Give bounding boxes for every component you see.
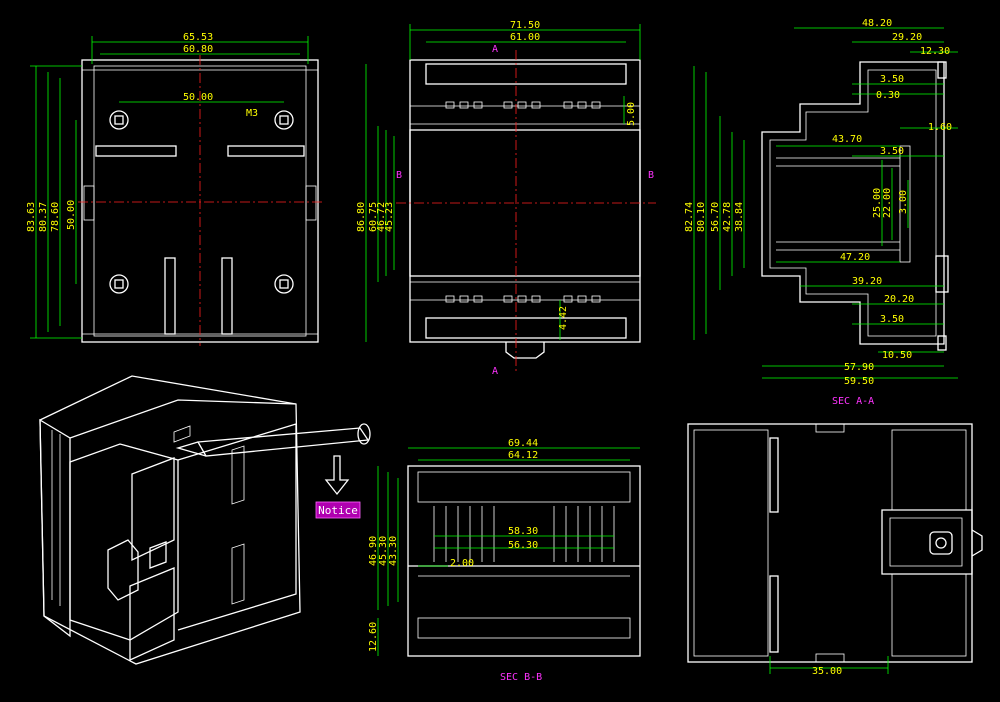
top-dim-v-2: 46.72 bbox=[376, 202, 387, 232]
bottom-dim: 35.00 bbox=[812, 666, 842, 677]
secb-dim-v-1: 45.30 bbox=[378, 536, 389, 566]
side-dim-v-2: 56.70 bbox=[710, 202, 721, 232]
side-dim-v-5: 25.00 bbox=[872, 188, 883, 218]
side-dim-h-8: 47.20 bbox=[840, 252, 870, 263]
top-dim-bottom: 4.42 bbox=[558, 306, 569, 330]
front-dim-h-0: 65.53 bbox=[183, 32, 213, 43]
side-dim-h-13: 57.90 bbox=[844, 362, 874, 373]
top-dim-small-right: 5.00 bbox=[626, 102, 637, 126]
side-dim-h-12: 10.50 bbox=[882, 350, 912, 361]
side-dim-h-4: 0.30 bbox=[876, 90, 900, 101]
side-dim-v-0: 82.74 bbox=[684, 202, 695, 232]
side-dim-v-4: 38.84 bbox=[734, 202, 745, 232]
front-view: 65.53 60.80 50.00 M3 83.63 80.37 78.60 5… bbox=[26, 32, 322, 346]
top-cut-b-left: B bbox=[396, 170, 402, 181]
side-dim-h-6: 43.70 bbox=[832, 134, 862, 145]
front-dim-v-2: 78.60 bbox=[50, 202, 61, 232]
top-dim-v-1: 60.75 bbox=[368, 202, 379, 232]
side-dim-v-3: 42.78 bbox=[722, 202, 733, 232]
front-dim-v-3: 50.00 bbox=[66, 200, 77, 230]
side-dim-h-7: 3.50 bbox=[880, 146, 904, 157]
side-dim-h-3: 3.50 bbox=[880, 74, 904, 85]
secb-dim-h-3: 56.30 bbox=[508, 540, 538, 551]
side-dim-h-14: 59.50 bbox=[844, 376, 874, 387]
secb-dim-v-2: 43.30 bbox=[388, 536, 399, 566]
side-dim-v-6: 22.00 bbox=[882, 188, 893, 218]
secb-dim-h-4: 2.00 bbox=[450, 558, 474, 569]
secb-dim-h-1: 64.12 bbox=[508, 450, 538, 461]
top-dim-v-3: 45.23 bbox=[384, 202, 395, 232]
secb-caption: SEC B-B bbox=[500, 672, 542, 683]
side-dim-h-0: 48.20 bbox=[862, 18, 892, 29]
top-dim-h-0: 71.50 bbox=[510, 20, 540, 31]
front-dim-v-0: 83.63 bbox=[26, 202, 37, 232]
side-caption: SEC A-A bbox=[832, 396, 874, 407]
side-dim-h-11: 3.50 bbox=[880, 314, 904, 325]
top-dim-v-0: 86.80 bbox=[356, 202, 367, 232]
top-cut-b-right: B bbox=[648, 170, 654, 181]
isometric-view: Notice bbox=[39, 375, 371, 665]
front-hole-label: M3 bbox=[246, 108, 258, 119]
section-b-view: 69.44 64.12 58.30 56.30 2.00 46.90 45.30… bbox=[368, 438, 641, 683]
notice-label: Notice bbox=[318, 504, 358, 517]
side-dim-h-10: 20.20 bbox=[884, 294, 914, 305]
side-dim-v-1: 80.10 bbox=[696, 202, 707, 232]
bottom-view: 35.00 bbox=[687, 423, 983, 677]
top-dim-h-1: 61.00 bbox=[510, 32, 540, 43]
side-dim-v-7: 3.00 bbox=[898, 190, 909, 214]
side-dim-h-2: 12.30 bbox=[920, 46, 950, 57]
side-dim-h-1: 29.20 bbox=[892, 32, 922, 43]
top-cut-a-bottom: A bbox=[492, 366, 498, 377]
secb-dim-v-3: 12.60 bbox=[368, 622, 379, 652]
secb-dim-h-0: 69.44 bbox=[508, 438, 538, 449]
front-dim-h-2: 50.00 bbox=[183, 92, 213, 103]
top-cut-a-top: A bbox=[492, 44, 498, 55]
front-dim-h-1: 60.80 bbox=[183, 44, 213, 55]
secb-dim-h-2: 58.30 bbox=[508, 526, 538, 537]
top-view: 71.50 61.00 A A B B 86.80 60.75 46.72 45… bbox=[356, 20, 656, 377]
side-dim-h-9: 39.20 bbox=[852, 276, 882, 287]
front-dim-v-1: 80.37 bbox=[38, 202, 49, 232]
side-view-sec-a: 48.20 29.20 12.30 3.50 0.30 1.60 43.70 3… bbox=[684, 18, 958, 407]
secb-dim-v-0: 46.90 bbox=[368, 536, 379, 566]
side-dim-h-5: 1.60 bbox=[928, 122, 952, 133]
